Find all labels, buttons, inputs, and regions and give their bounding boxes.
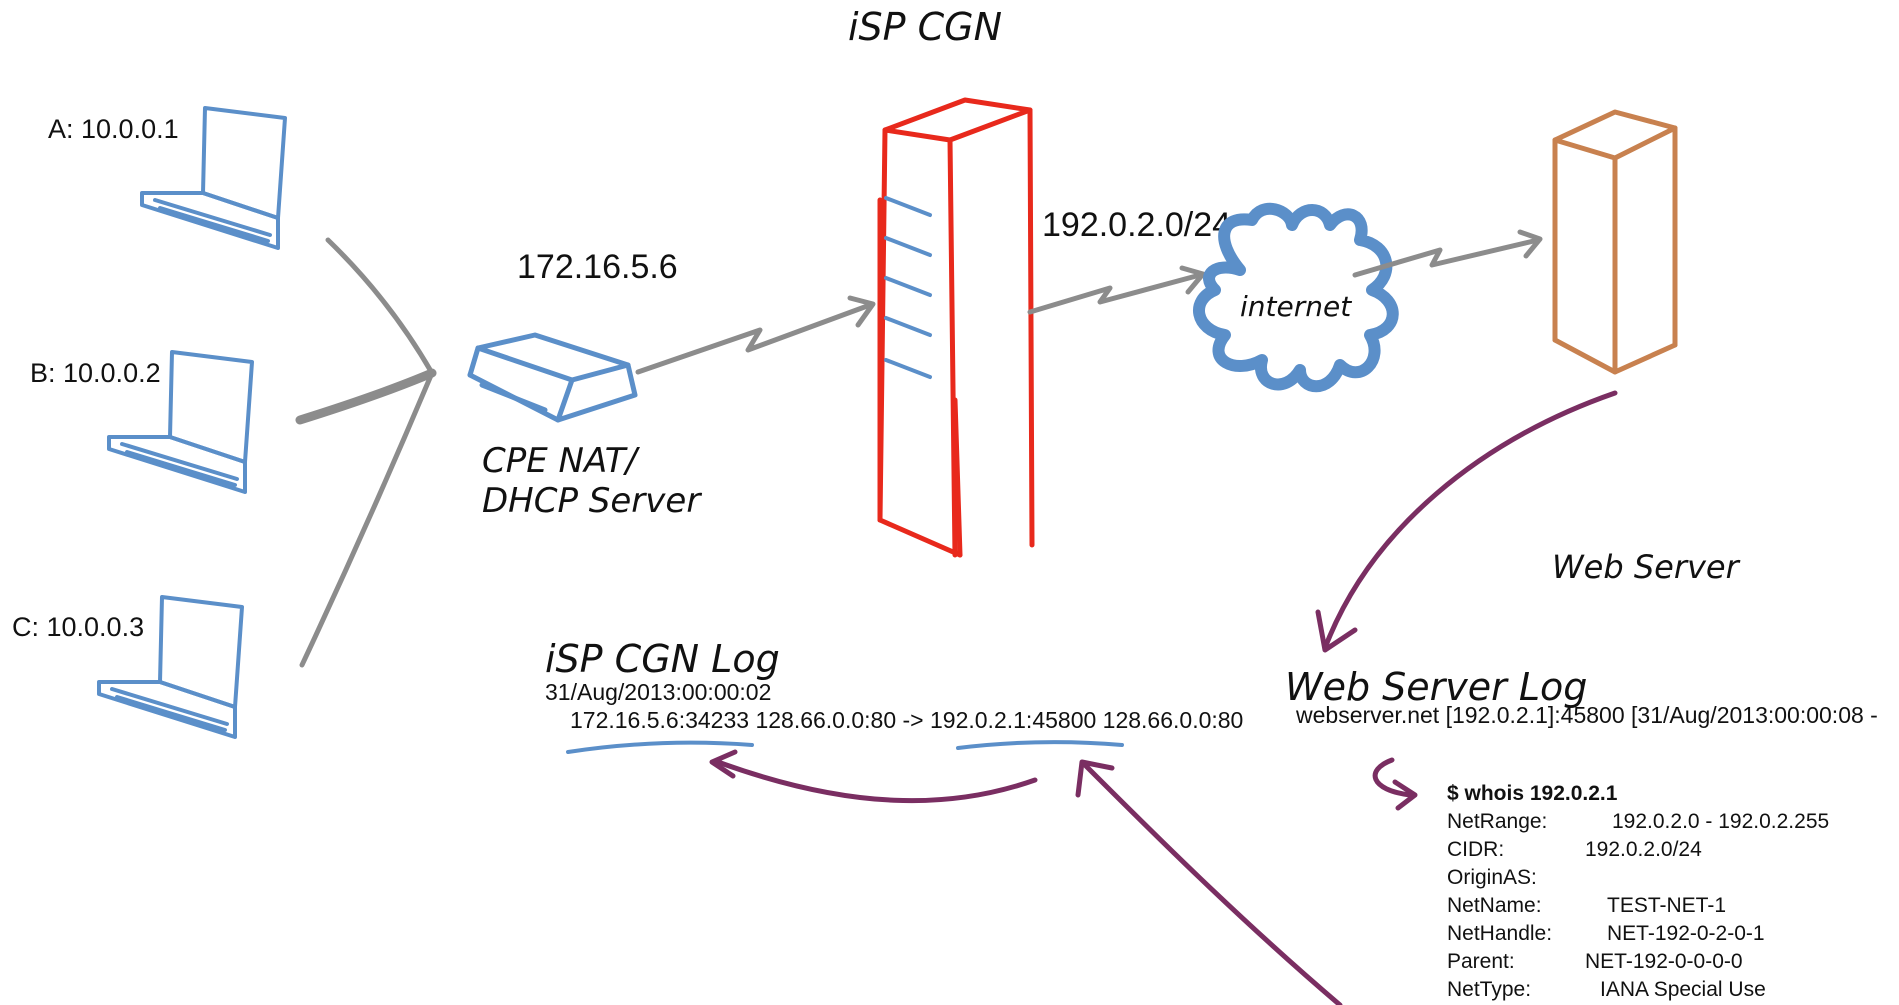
whois-key: OriginAS: (1447, 866, 1537, 889)
web-server-label: Web Server (1552, 548, 1741, 586)
internet-cloud-icon (1193, 202, 1399, 393)
whois-value: TEST-NET-1 (1607, 894, 1726, 917)
laptop-b-icon (107, 350, 254, 494)
host-links (295, 237, 437, 668)
router-icon (467, 332, 638, 423)
host-a-label: A: 10.0.0.1 (48, 114, 179, 144)
cgn-log-title: iSP CGN Log (545, 637, 780, 681)
cpe-label-line1: CPE NAT/ (482, 441, 641, 481)
log-underlines (566, 740, 1124, 754)
cgn-ports (884, 196, 932, 379)
link-a (325, 237, 435, 376)
whois-key: NetType: (1447, 978, 1531, 1001)
cgn-log-timestamp: 31/Aug/2013:00:00:02 (545, 679, 771, 705)
whois-command: $ whois 192.0.2.1 (1447, 782, 1618, 805)
whois-key: NetHandle: (1447, 922, 1552, 945)
laptop-a-icon (140, 106, 287, 250)
cgn-log-entry: 172.16.5.6:34233 128.66.0.0:80 -> 192.0.… (570, 707, 1243, 733)
web-server-icon (1552, 109, 1678, 375)
arrow-log-to-whois (1372, 757, 1413, 798)
whois-value: NET-192-0-2-0-1 (1607, 922, 1765, 945)
cgn-internet-link (1027, 265, 1206, 315)
web-log-entry: webserver.net [192.0.2.1]:45800 [31/Aug/… (1295, 702, 1878, 728)
cpe-cgn-link (635, 295, 876, 375)
arrow-whois-to-cgnlog (1082, 762, 1343, 1005)
whois-value: IANA Special Use (1600, 978, 1766, 1001)
whois-value: 192.0.2.0/24 (1585, 838, 1702, 861)
laptop-c-icon (97, 595, 244, 739)
host-b-label: B: 10.0.0.2 (30, 358, 161, 388)
whois-block: $ whois 192.0.2.1 NetRange: 192.0.2.0 - … (1447, 782, 1829, 1001)
arrow-public-to-private (715, 759, 1038, 804)
cgn-server-icon (877, 97, 1035, 558)
arrow-server-to-log (1322, 390, 1618, 651)
cgn-title: iSP CGN (848, 5, 1002, 49)
link-c (299, 370, 435, 668)
annotation-arrows (709, 390, 1618, 1005)
whois-value: NET-192-0-0-0-0 (1585, 950, 1743, 973)
whois-key: NetRange: (1447, 810, 1547, 833)
whois-key: CIDR: (1447, 838, 1504, 861)
link-b (295, 368, 437, 425)
whois-key: Parent: (1447, 950, 1515, 973)
whois-key: NetName: (1447, 894, 1542, 917)
underline-public (956, 740, 1124, 750)
underline-private (566, 740, 754, 754)
internet-label: internet (1240, 290, 1352, 323)
web-log-title: Web Server Log (1285, 665, 1587, 709)
whois-value: 192.0.2.0 - 192.0.2.255 (1612, 810, 1829, 833)
cpe-label-line2: DHCP Server (482, 481, 702, 521)
cgn-pool-address: 192.0.2.0/24 (1042, 206, 1231, 244)
cpe-address: 172.16.5.6 (517, 248, 678, 286)
host-c-label: C: 10.0.0.3 (12, 612, 144, 642)
internet-server-link (1352, 229, 1543, 278)
